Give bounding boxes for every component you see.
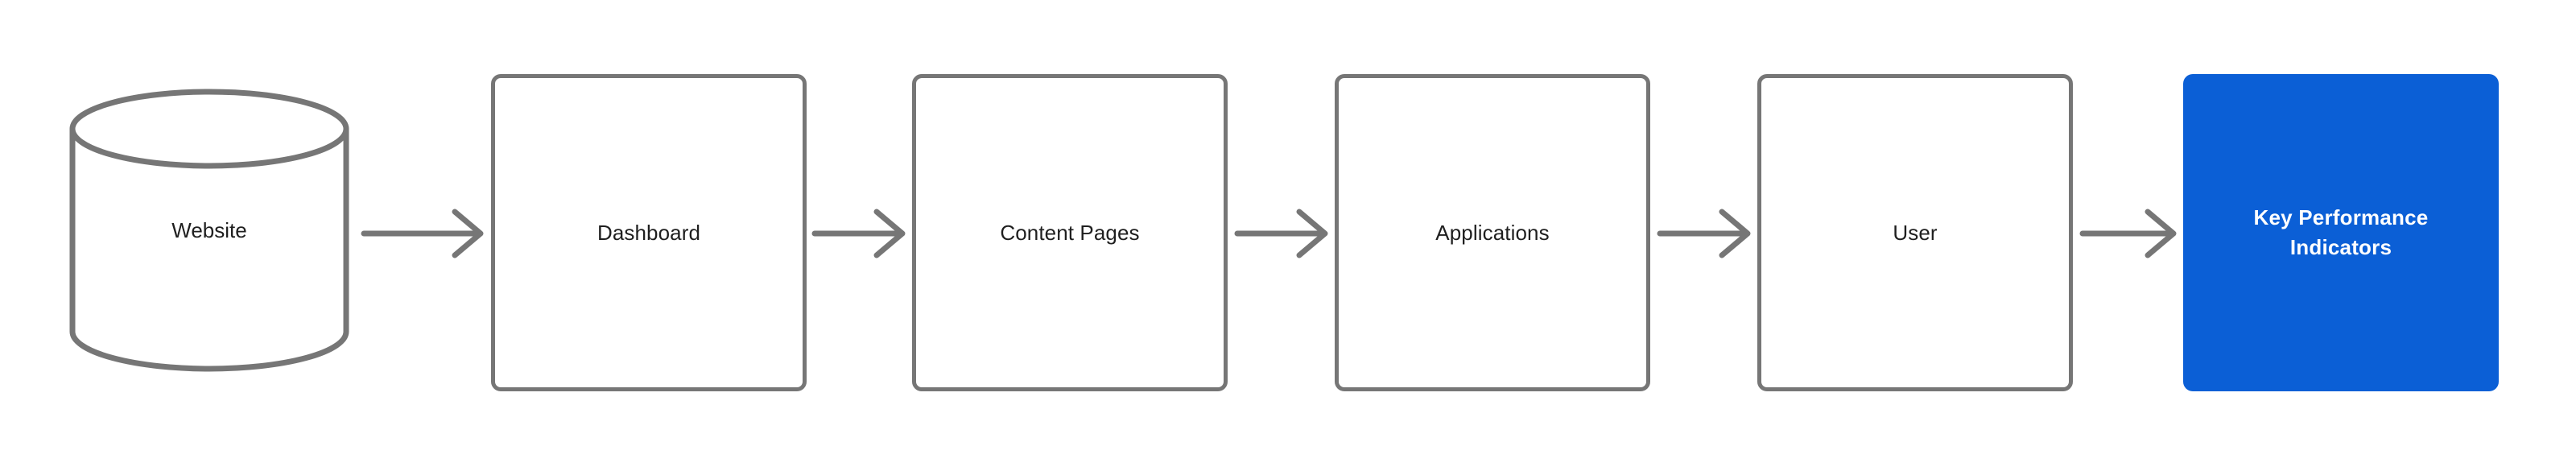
node-label-user: User xyxy=(1893,220,1938,245)
node-content-pages[interactable]: Content Pages xyxy=(912,74,1228,391)
node-key-performance-indicators[interactable]: Key Performance Indicators xyxy=(2183,74,2499,391)
node-label-content-pages: Content Pages xyxy=(1000,220,1140,245)
chevron-right-icon xyxy=(2145,209,2177,258)
node-label-applications: Applications xyxy=(1435,220,1550,245)
chevron-right-icon xyxy=(1719,209,1751,258)
database-cylinder-icon xyxy=(69,89,349,372)
node-label-line-1: Key Performance xyxy=(2253,205,2429,230)
chevron-right-icon xyxy=(1296,209,1328,258)
chevron-right-icon xyxy=(452,209,484,258)
node-label-website: Website xyxy=(171,217,247,242)
node-label-line-2: Indicators xyxy=(2289,235,2392,259)
node-label-dashboard: Dashboard xyxy=(597,220,701,245)
node-dashboard[interactable]: Dashboard xyxy=(491,74,807,391)
chevron-right-icon xyxy=(873,209,906,258)
node-user[interactable]: User xyxy=(1757,74,2073,391)
node-label-key-performance-indicators: Key Performance Indicators xyxy=(2240,203,2443,262)
node-website[interactable]: Website xyxy=(69,89,349,372)
node-applications[interactable]: Applications xyxy=(1335,74,1650,391)
